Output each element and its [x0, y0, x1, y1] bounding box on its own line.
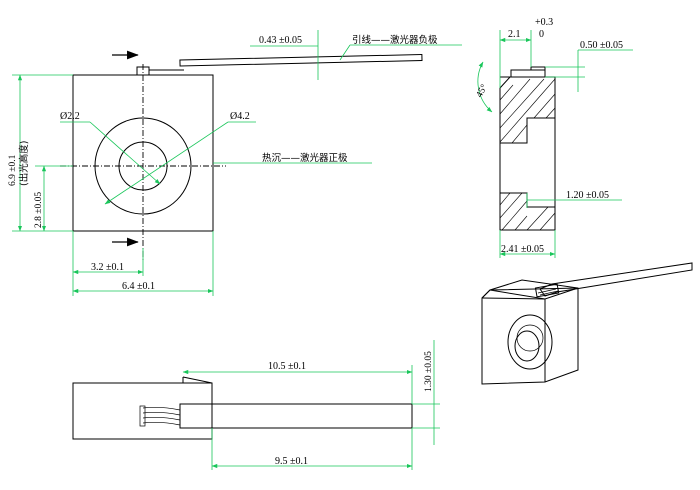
dia-small-label: Ø2.2: [60, 111, 80, 122]
step-thickness-label: 1.20 ±0.05: [566, 190, 609, 201]
tol-upper-label: +0.3: [535, 17, 553, 28]
iso-aperture-outer: [507, 314, 553, 370]
depth-label: 2.41 ±0.05: [501, 244, 544, 255]
chamfer-label: 45°: [474, 82, 490, 99]
bond-wires: [139, 405, 181, 427]
height-center-label: 2.8 ±0.05: [34, 192, 44, 228]
width-total-label: 6.4 ±0.1: [122, 281, 155, 292]
iso-body-outline: [481, 279, 579, 385]
tol-lower-label: 0: [539, 29, 544, 40]
width-center-label: 3.2 ±0.1: [91, 262, 124, 273]
iso-lead: [539, 262, 693, 297]
lead-bottom: [179, 403, 413, 429]
height-total-label: 6.9 ±0.1: [8, 154, 18, 186]
lead-gap-label: 0.50 ±0.05: [580, 40, 623, 51]
lead-thickness-label: 0.43 ±0.05: [259, 35, 302, 46]
lead-side: [510, 69, 546, 78]
lead-width-label: 1.30 ±0.05: [424, 351, 434, 392]
package-body-side: [499, 76, 556, 231]
lead-note-label: 引线——激光器负极: [352, 34, 438, 46]
isometric-view: [481, 262, 693, 385]
hatch-bottom: [499, 192, 556, 231]
heatsink-note-label: 热沉——激光器正极: [262, 152, 348, 164]
height-note-label: (出光高度): [18, 141, 30, 186]
hatch-top: [499, 78, 556, 144]
package-body-bottom: [72, 382, 213, 440]
dia-large-label: Ø4.2: [230, 111, 250, 122]
lead-length-label: 9.5 ±0.1: [275, 456, 308, 467]
lead-offset-label: 2.1: [508, 29, 521, 40]
bottom-view: 10.5 ±0.1 9.5 ±0.1 1.30 ±0.05: [72, 340, 440, 470]
lead-length-total-label: 10.5 ±0.1: [268, 361, 306, 372]
front-view: Ø2.2 Ø4.2 0.43 ±0.05 引线——激光器负极 热沉——激光器正极…: [8, 30, 462, 296]
iso-aperture-inner: [514, 330, 540, 362]
side-view: +0.3 0 2.1 0.50 ±0.05 45° 1.20 ±0.05 2.4…: [474, 17, 633, 258]
lead-wire-front: [179, 53, 423, 67]
